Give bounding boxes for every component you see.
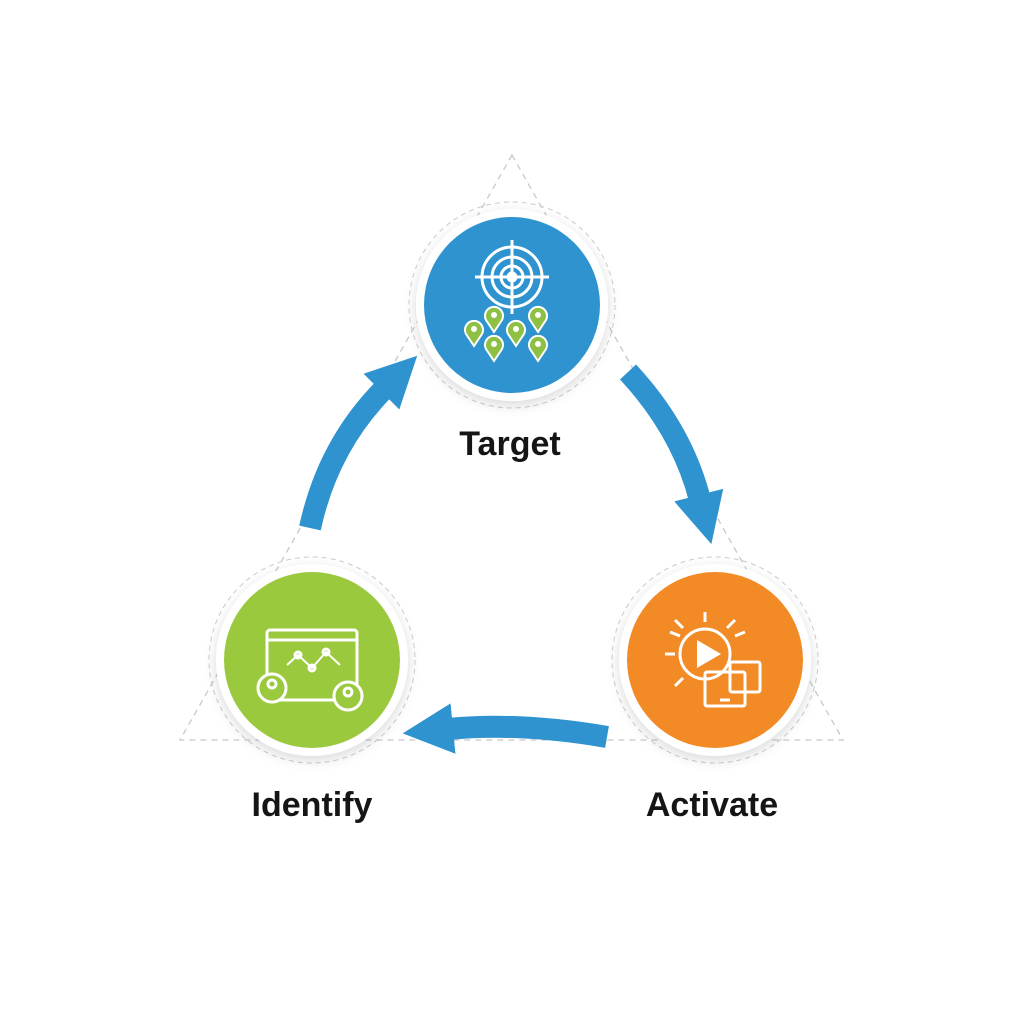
arrow-activate-to-identify [402,703,609,754]
stage-label-target: Target [459,425,561,463]
target-node [408,201,616,409]
target-crosshair-icon [475,240,549,314]
play-devices-icon [665,612,762,708]
dashed-triangle [178,153,845,741]
stage-label-activate: Activate [645,786,779,824]
identify-node [208,556,416,764]
arrow-identify-to-target [299,355,418,531]
stage-label-identify: Identify [251,786,373,824]
activate-node [611,556,819,764]
people-pins-icon [464,305,548,363]
arrow-target-to-activate [619,364,724,545]
browser-network-icon [256,628,364,712]
